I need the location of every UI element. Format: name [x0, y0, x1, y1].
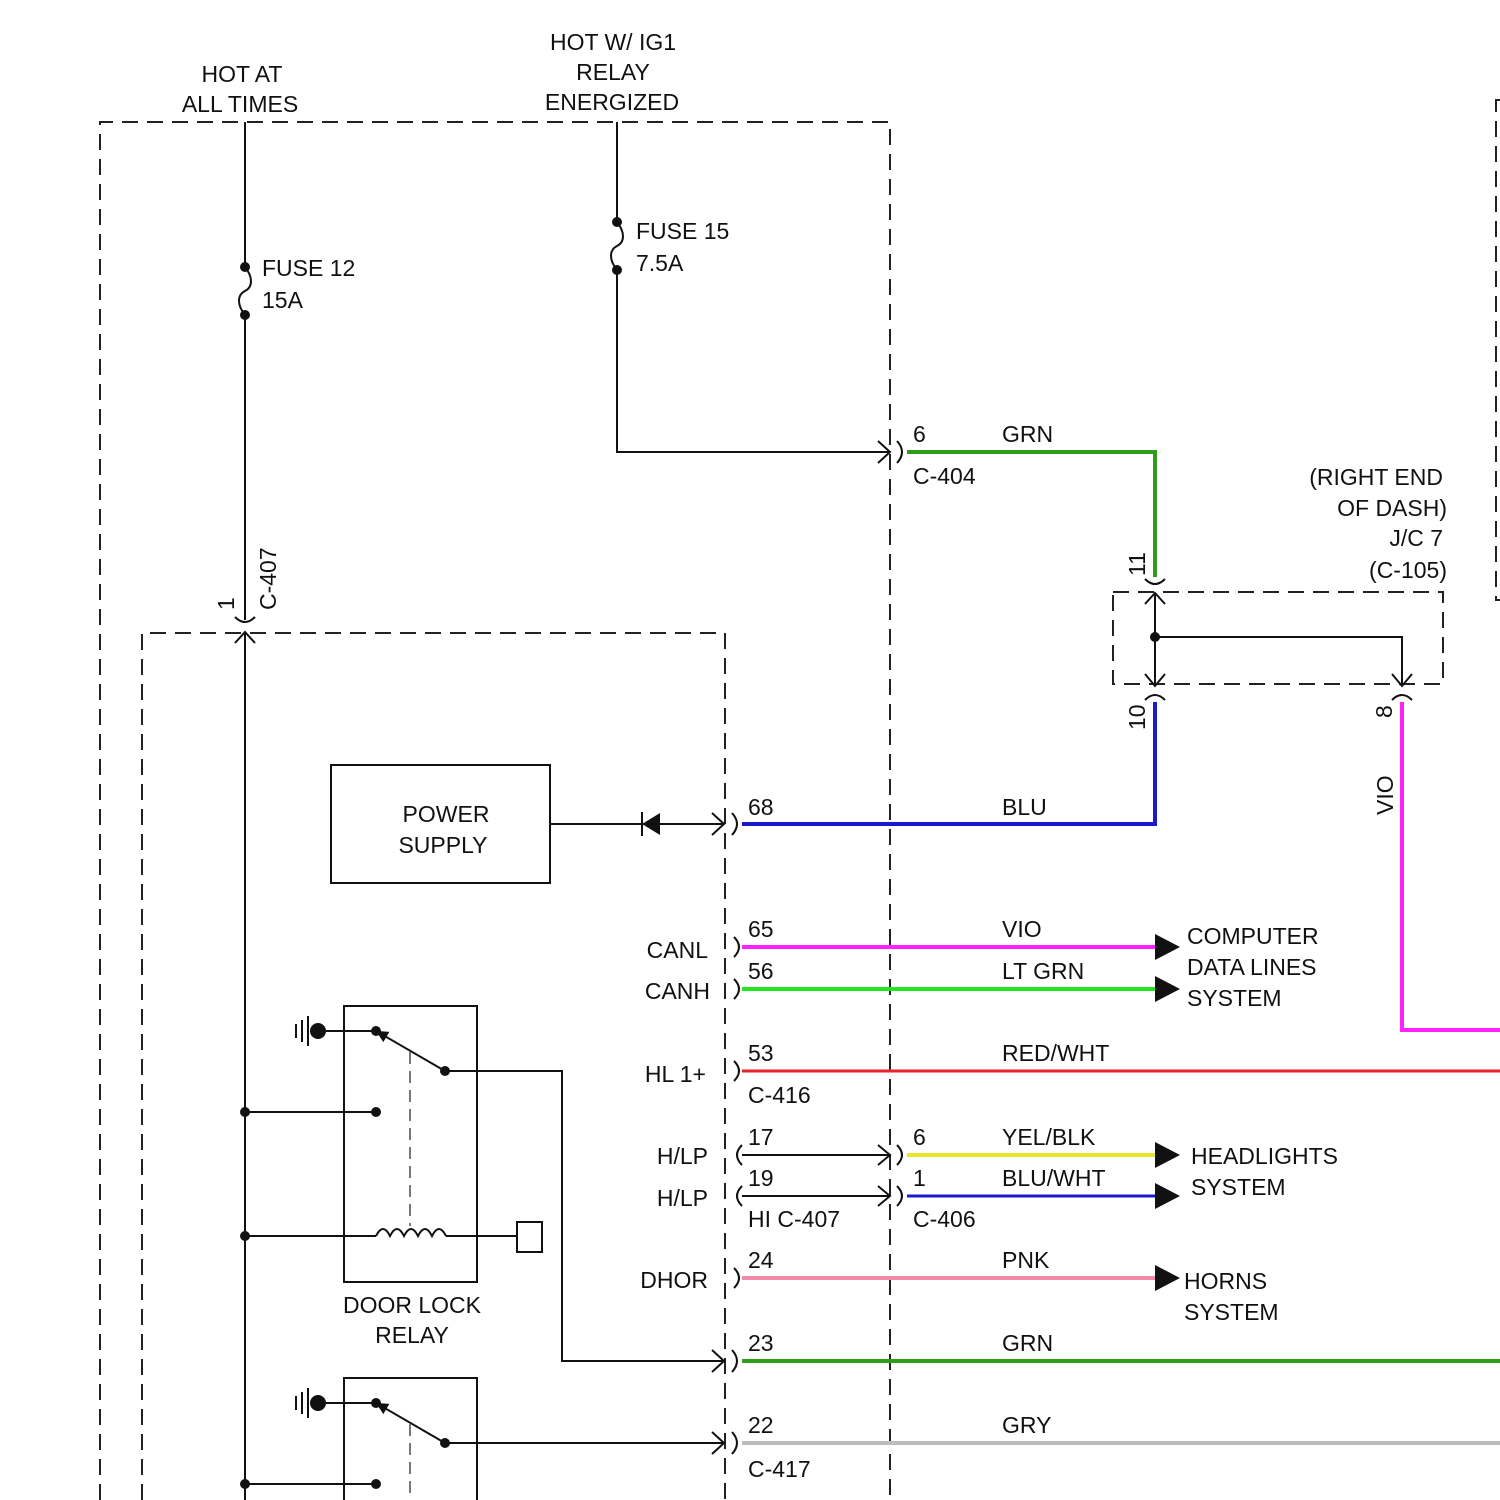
pin-22: 22 [748, 1412, 774, 1438]
headlights-system-1: HEADLIGHTS [1191, 1143, 1338, 1169]
door-lock-relay-label-1: DOOR LOCK [343, 1292, 482, 1318]
fuse-15-rating: 7.5A [636, 250, 684, 276]
wire-vio-vertical-label: VIO [1372, 775, 1398, 815]
right-module-outline [1496, 100, 1500, 600]
bcm-outline [142, 633, 725, 1500]
wire-blu-label: BLU [1002, 794, 1047, 820]
arrow-icon [1155, 1142, 1180, 1168]
horns-system-1: HORNS [1184, 1268, 1267, 1294]
canh-label: CANH [645, 978, 710, 1004]
arrow-icon [1155, 1183, 1180, 1209]
jc7-label-3: J/C 7 [1389, 525, 1443, 551]
arrow-icon [1155, 1265, 1180, 1291]
fuse-12-circuit [235, 122, 255, 1500]
module-outlines [100, 100, 1500, 1500]
wire-gry-label: GRY [1002, 1412, 1051, 1438]
computer-data-lines-2: DATA LINES [1187, 954, 1317, 980]
hlp-label-2: H/LP [657, 1185, 708, 1211]
hi-c407-label: HI C-407 [748, 1206, 840, 1232]
c404-connector: C-404 [913, 463, 976, 489]
pin-53: 53 [748, 1040, 774, 1066]
c416-connector [734, 1061, 739, 1081]
wire-yel-blk-label: YEL/BLK [1002, 1124, 1096, 1150]
c416-label: C-416 [748, 1082, 811, 1108]
hot-at-all-times-label-2: ALL TIMES [182, 91, 298, 117]
relay-coil-icon [376, 1229, 446, 1236]
arrow-icon [1155, 934, 1180, 960]
pin-56: 56 [748, 958, 774, 984]
jc7-pin-10: 10 [1124, 704, 1150, 730]
junction-connector [1145, 579, 1412, 700]
hot-at-all-times-label-1: HOT AT [202, 61, 283, 87]
fuse-15-label: FUSE 15 [636, 218, 729, 244]
fuse-12-rating: 15A [262, 287, 304, 313]
fuse-icon [611, 222, 623, 270]
wire-grn-top-label: GRN [1002, 421, 1053, 447]
relay-switch-icon [376, 1031, 445, 1071]
can-connectors [734, 937, 739, 999]
wire-grn-bottom-label: GRN [1002, 1330, 1053, 1356]
c407-top-connector: C-407 [255, 547, 281, 610]
relay-switch-icon [376, 1403, 445, 1443]
hot-w-ig1-label-2: RELAY [576, 59, 650, 85]
wire-lt-grn-label: LT GRN [1002, 958, 1084, 984]
c417-label: C-417 [748, 1456, 811, 1482]
headlights-system-2: SYSTEM [1191, 1174, 1286, 1200]
jc7-pin-11: 11 [1124, 552, 1150, 576]
pin-19: 19 [748, 1165, 774, 1191]
computer-data-lines-1: COMPUTER [1187, 923, 1319, 949]
fuse-15-circuit [611, 122, 902, 463]
hl1-label: HL 1+ [645, 1061, 706, 1087]
pin-65: 65 [748, 916, 774, 942]
wire-vio-label: VIO [1002, 916, 1042, 942]
pin-24: 24 [748, 1247, 774, 1273]
canl-label: CANL [647, 937, 709, 963]
wire-red-wht-label: RED/WHT [1002, 1040, 1109, 1066]
hot-w-ig1-label-1: HOT W/ IG1 [550, 29, 676, 55]
computer-data-lines-3: SYSTEM [1187, 985, 1282, 1011]
fuse-12-label: FUSE 12 [262, 255, 355, 281]
c406-label: C-406 [913, 1206, 976, 1232]
second-relay [296, 1378, 737, 1500]
jc7-label-2: OF DASH) [1337, 495, 1447, 521]
hot-w-ig1-label-3: ENERGIZED [545, 89, 679, 115]
arrow-icon [1155, 976, 1180, 1002]
c406-pin-6: 6 [913, 1124, 926, 1150]
jc7-pin-8: 8 [1371, 705, 1397, 718]
pin-17: 17 [748, 1124, 774, 1150]
wire-blu [742, 702, 1155, 824]
pin-23: 23 [748, 1330, 774, 1356]
fuse-icon [239, 267, 251, 315]
wire-pnk-label: PNK [1002, 1247, 1050, 1273]
power-supply-link [550, 812, 737, 836]
jc7-label-1: (RIGHT END [1309, 464, 1443, 490]
wire-blu-wht-label: BLU/WHT [1002, 1165, 1106, 1191]
power-supply-label-1: POWER [403, 801, 490, 827]
power-supply-label-2: SUPPLY [398, 832, 487, 858]
jc7-label-4: (C-105) [1369, 557, 1447, 583]
door-lock-relay-label-2: RELAY [375, 1322, 449, 1348]
pin-68: 68 [748, 794, 774, 820]
diode-icon [642, 813, 660, 835]
c406-pin-1: 1 [913, 1165, 926, 1191]
dhor-connector [734, 1268, 739, 1288]
c404-pin-6: 6 [913, 421, 926, 447]
c407-top-pin: 1 [213, 597, 239, 610]
horns-system-2: SYSTEM [1184, 1299, 1279, 1325]
dhor-label: DHOR [640, 1267, 708, 1293]
wire-vio-vertical [1402, 702, 1500, 1030]
hlp-label-1: H/LP [657, 1143, 708, 1169]
